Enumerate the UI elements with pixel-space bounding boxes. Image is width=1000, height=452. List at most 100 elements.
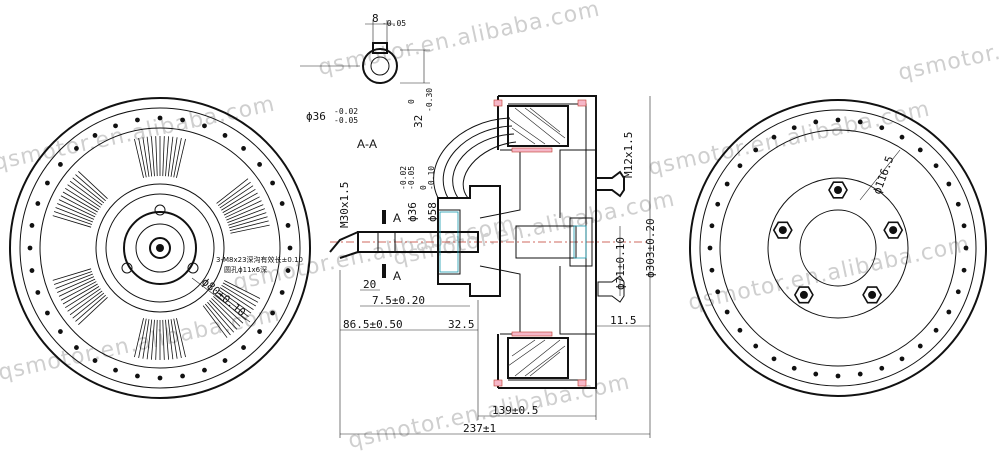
rim-hole [813,371,819,377]
fin-line [146,319,153,360]
rim-hole [285,268,291,273]
fin-line [138,137,147,178]
right-outer-rim [689,99,987,397]
fin-line [62,191,98,213]
hub-housing [437,185,501,297]
dim-bearing-d1-tol-b: -0.05 [407,166,416,190]
dim-bearing-d2-tol-a: 0 [419,185,428,190]
fin-line [75,294,106,322]
rim-hole [709,267,715,273]
fin-line [170,319,178,359]
rim-hole [180,373,185,379]
fin-line [176,138,186,178]
fin-line [62,283,98,305]
fin-line [230,224,270,234]
watermark-4: qsmotor.en.alibaba.com [316,0,602,81]
rim-hole [74,345,79,350]
rim-hole [917,147,923,153]
fin-line [205,303,231,336]
rim-hole [279,201,285,206]
rim-hole [857,371,863,377]
fin-line [222,192,258,214]
rim-hole [963,245,969,251]
section-label: A-A [357,137,377,151]
rim-hole [737,327,743,333]
rim-hole [715,289,721,295]
leader-pcd-right [859,149,901,201]
right-cover-web-bot [559,266,596,335]
rim-hole [257,162,262,167]
fin-line [228,212,267,226]
rim-hole [241,345,246,350]
rim-hole [724,181,730,187]
left-bolt-hole-3 [187,262,199,274]
rim-hole [202,367,207,373]
fin-line [207,301,235,333]
bolt-marker-2 [577,99,587,107]
fin-line [78,296,108,325]
fin-line [151,319,155,360]
fin-line [58,278,96,297]
rim-hole [29,223,35,228]
rim-hole [58,329,63,334]
valve-stem [595,170,625,198]
watermark-1: qsmotor.en.alibaba.com [0,92,277,176]
dim-32-5: 32.5 [448,318,475,331]
fin-line [52,268,92,281]
right-bolt-pattern [772,181,904,304]
dim-11-5: 11.5 [610,314,637,327]
rim-hole [715,201,721,207]
fin-line [142,137,150,177]
fin-line [173,137,182,178]
left-shaft-ring [135,223,185,273]
dim-bearing-d2-tol-b: -0.10 [427,166,436,190]
rim-hole [285,223,291,228]
rim-hole [222,133,228,138]
rim-hole [241,146,246,151]
bolt-center [799,290,808,299]
left-rim-inner [19,107,301,389]
right-pcd-circle [767,177,909,319]
fin-line [221,284,257,307]
dim-bearing-d2: ϕ58 [426,202,439,222]
bearing-cyan-left [439,211,459,273]
leader-pcd-left [191,277,251,323]
fin-line [67,288,101,312]
rim-hole [92,358,98,363]
cross-section-view: A A M30x1.5 ϕ36 -0.02 -0.05 ϕ58 0 -0.10 … [329,95,657,438]
rim-hole [899,134,905,140]
fin-line [60,281,97,301]
rim-hole [737,163,743,169]
bottom-fitting [597,275,625,303]
watermark-9: qsmotor.en.alibaba.com [896,2,1000,86]
dim-303: ϕ303±0.20 [644,218,657,278]
fin-line [216,291,249,317]
fin-line [69,290,103,316]
dim-20: 20 [363,278,376,291]
keyway-slot [372,42,388,54]
fin-line [53,271,93,285]
fin-line [176,318,186,358]
rim-hole [58,162,63,167]
keyway-shaft-inner [370,56,390,76]
right-rim-holes [707,117,969,379]
rim-hole [707,245,713,251]
fin-line [65,187,100,210]
left-cooling-fins [52,136,270,360]
fin-line [67,184,101,208]
fin-line [223,196,260,216]
left-shaft-center [156,244,164,252]
rim-hole [879,125,885,131]
left-front-view: 3-M8x23深沟有效长±0.10 圆孔ϕ11x6深 ϕ80±0.10 [9,97,311,399]
rim-hole [791,125,797,131]
fin-line [55,273,94,289]
fin-line [52,215,92,228]
shaft-thread-end [329,231,359,259]
rim-hole [753,147,759,153]
dim-pcd-right: ϕ116.5 [871,154,897,196]
rim-hole [771,356,777,362]
section-arrow-bottom [382,264,386,278]
fin-line [72,177,105,204]
fin-line [75,174,106,202]
dim-thread-shaft: M30x1.5 [338,182,351,228]
